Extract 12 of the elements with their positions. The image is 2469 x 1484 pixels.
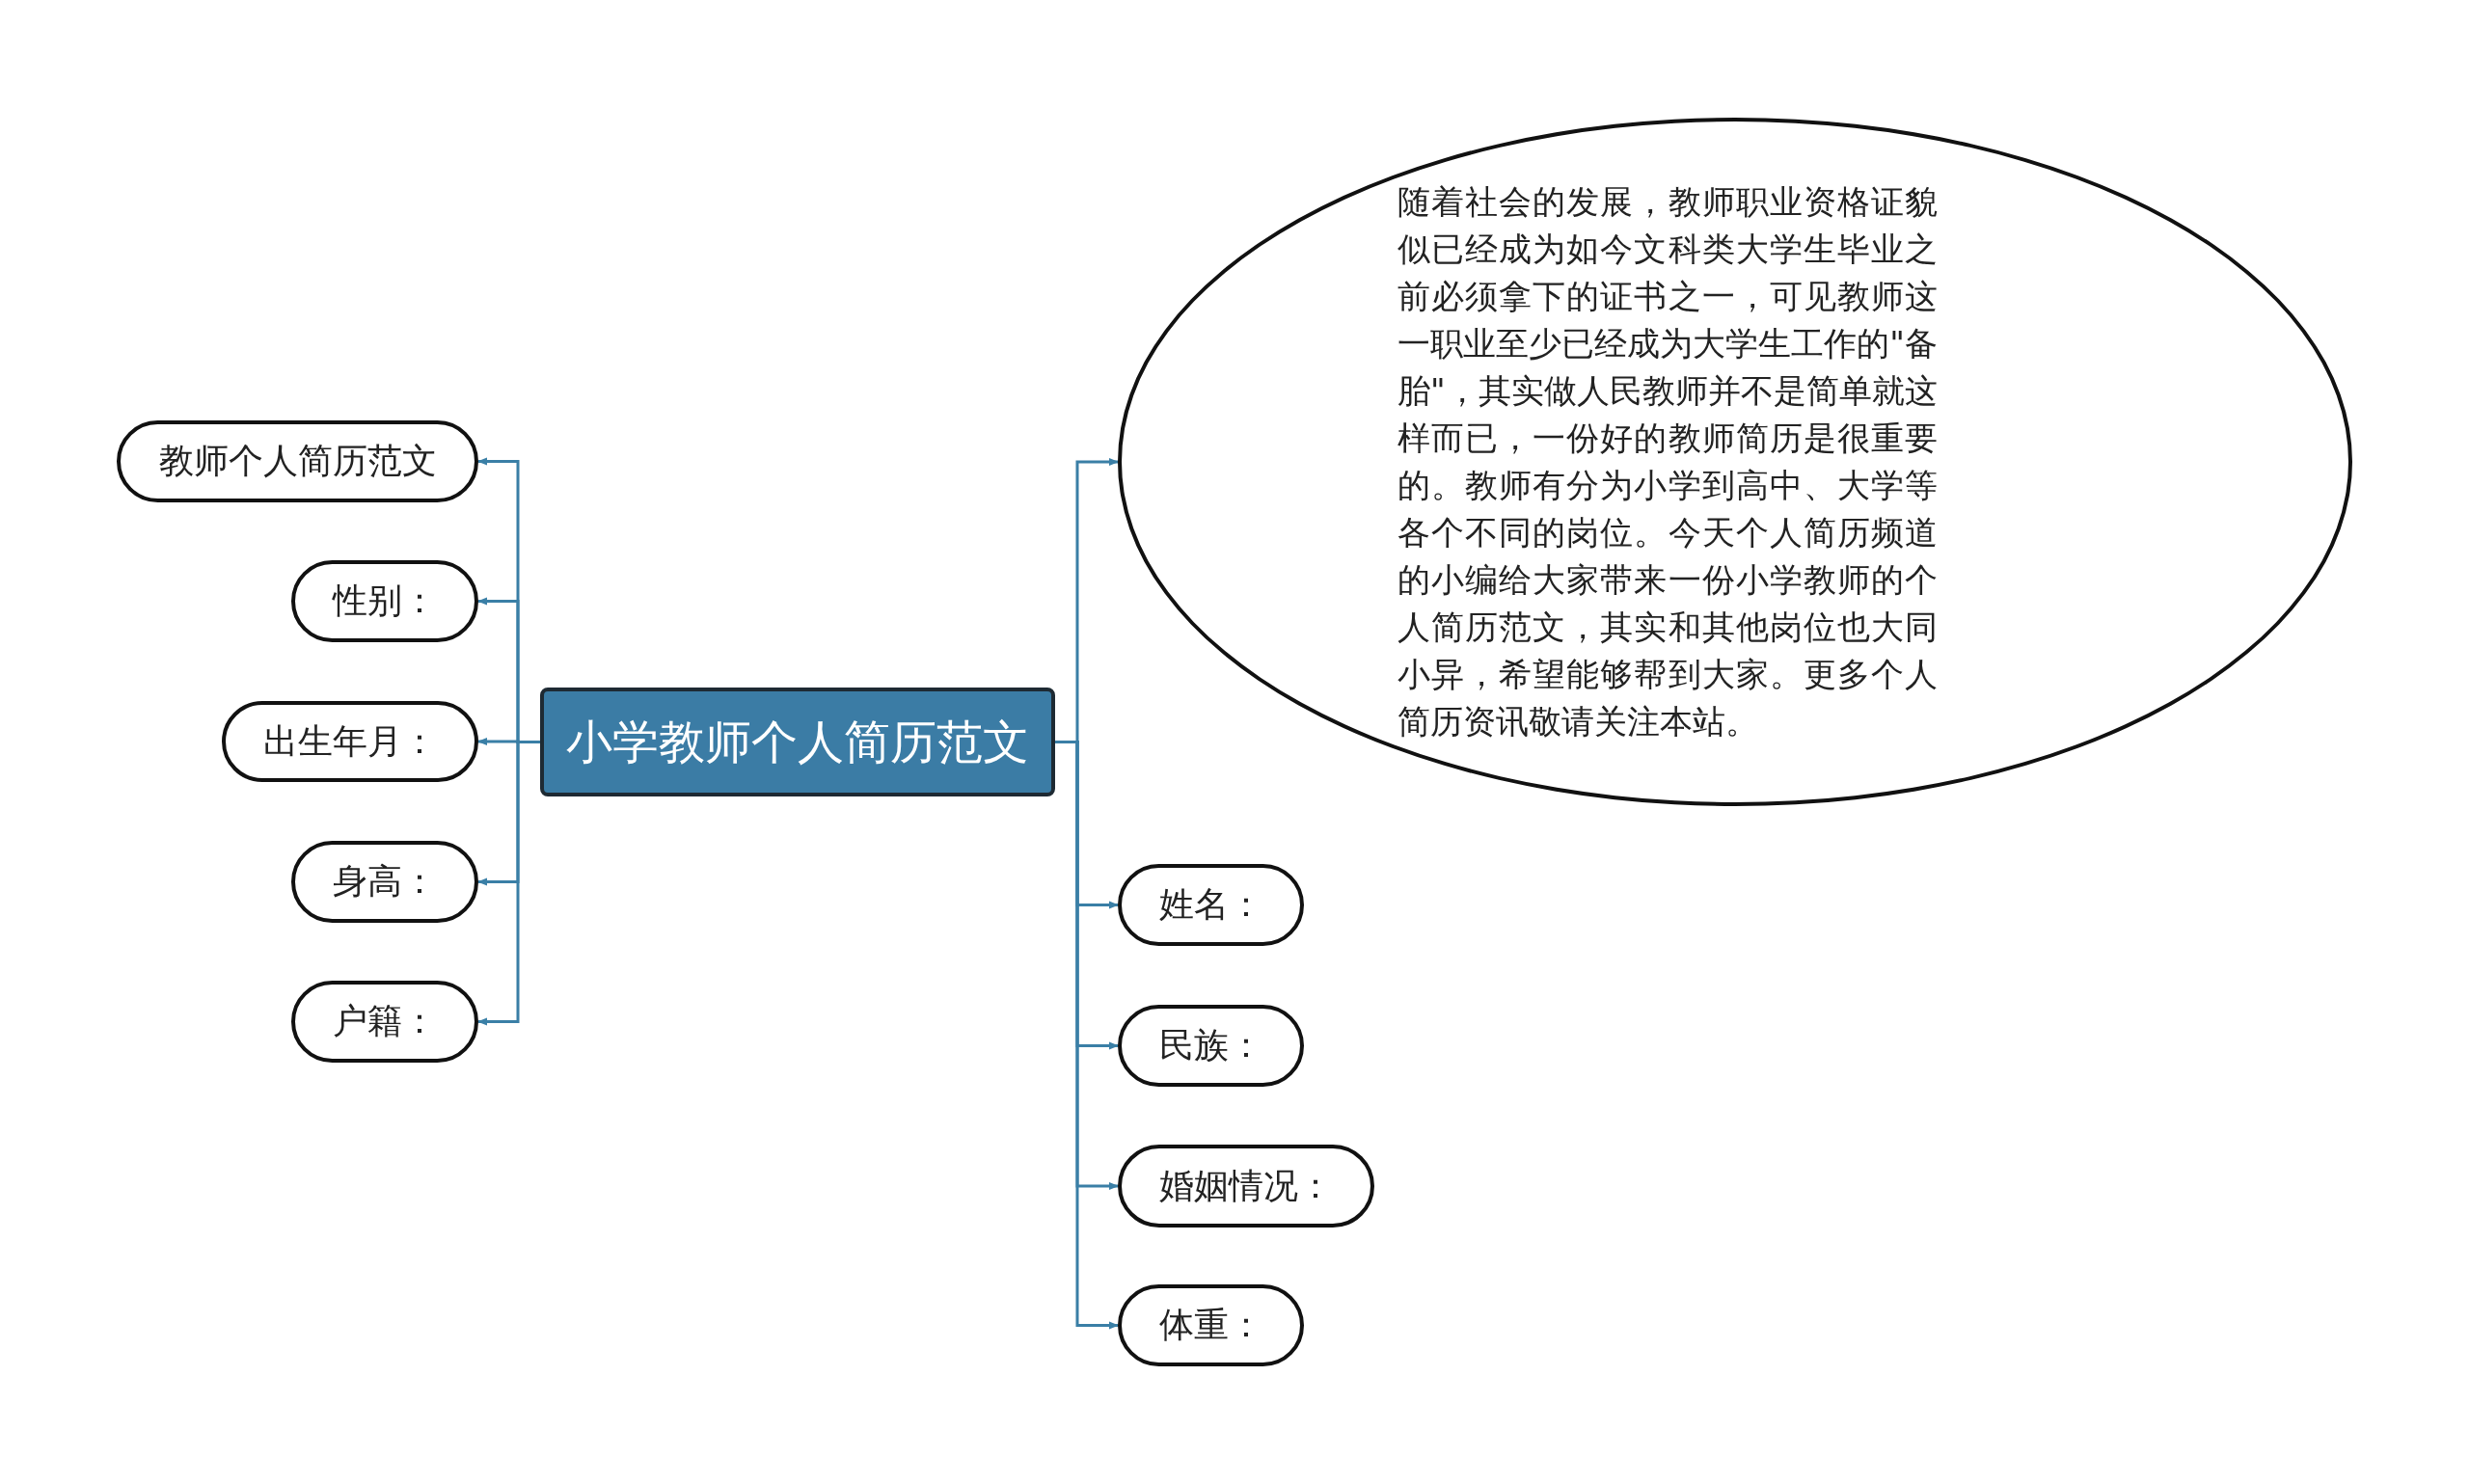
field-label-box: 民族： <box>1118 1005 1304 1087</box>
topic-box: 教师个人简历范文 <box>117 420 478 502</box>
description-text: 随着社会的发展，教师职业资格证貌似已经成为如今文科类大学生毕业之前必须拿下的证书之一，可见教师这一职业至少已经成为大学生工作的"备胎"，其实做人民教师并不是简单就这样而已，一份好的教师简历是很重要的。教师有分为小学到高中、大学等各个不同的岗位。今天个人简历频道的小编给大家带来一份小学教师的个人简历范文，其实和其他岗位也大同小异，希望能够帮到大家。更多个人简历资讯敬请关注本站。 <box>1397 181 1938 742</box>
connector-arrow <box>477 741 540 1026</box>
field-label-box: 体重： <box>1118 1284 1304 1366</box>
field-label-box: 出生年月： <box>222 701 478 782</box>
title-box: 小学教师个人简历范文 <box>540 688 1055 796</box>
field-label-box: 性别： <box>291 560 478 642</box>
field-label-box: 户籍： <box>291 981 478 1063</box>
field-label-box: 婚姻情况： <box>1118 1145 1374 1228</box>
field-label-box: 身高： <box>291 841 478 923</box>
field-label-box: 姓名： <box>1118 864 1304 946</box>
